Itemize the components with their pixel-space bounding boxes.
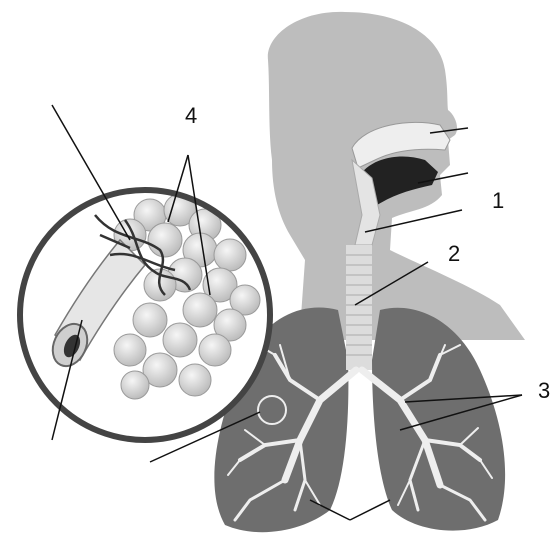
trachea	[346, 245, 372, 370]
label-three: 3	[538, 380, 550, 402]
label-four: 4	[185, 105, 197, 127]
label-one: 1	[492, 190, 504, 212]
label-two: 2	[448, 243, 460, 265]
